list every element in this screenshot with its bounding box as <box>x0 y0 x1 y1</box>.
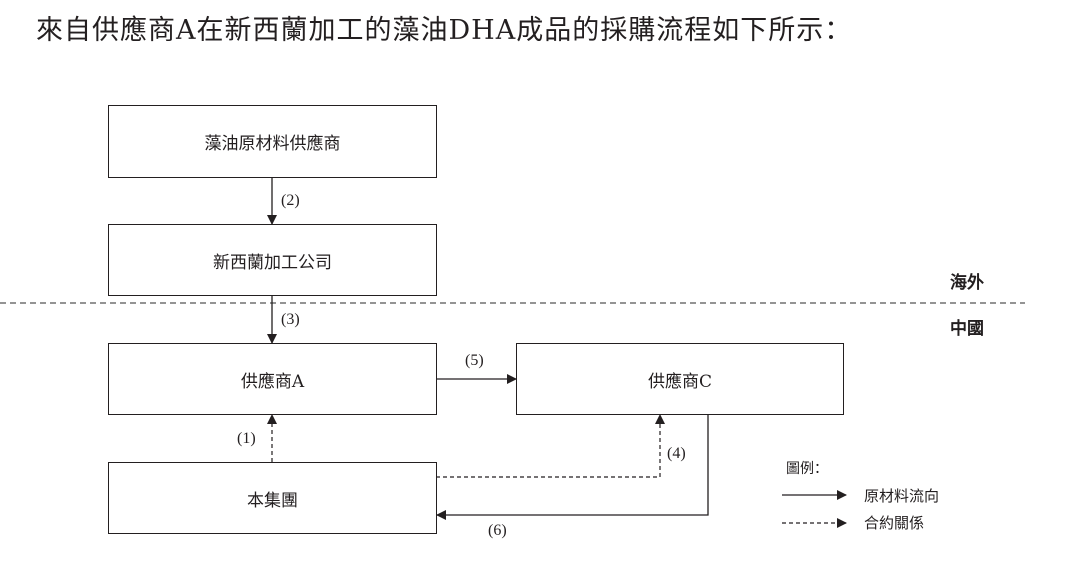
edge-label-6: (6) <box>488 522 507 539</box>
edge-6-arrow <box>436 415 709 520</box>
node-raw-material-supplier: 藻油原材料供應商 <box>108 105 437 178</box>
node-supplier-a: 供應商A <box>108 343 437 415</box>
region-label-china: 中國 <box>950 319 984 339</box>
node-label: 新西蘭加工公司 <box>213 252 332 273</box>
node-label: 供應商C <box>647 371 712 392</box>
edge-4-arrow <box>436 414 665 478</box>
page-title: 來自供應商A在新西蘭加工的藻油DHA成品的採購流程如下所示： <box>36 15 853 46</box>
node-label: 供應商A <box>240 371 305 392</box>
region-label-overseas: 海外 <box>950 273 984 293</box>
node-supplier-c: 供應商C <box>516 343 844 415</box>
node-nz-processor: 新西蘭加工公司 <box>108 224 437 296</box>
edge-label-4: (4) <box>667 445 686 462</box>
legend-title: 圖例： <box>786 461 828 477</box>
legend-material-flow: 原材料流向 <box>864 487 940 505</box>
legend-contract: 合約關係 <box>864 514 925 532</box>
node-label: 藻油原材料供應商 <box>204 134 341 154</box>
edge-label-1: (1) <box>237 430 256 447</box>
edge-label-3: (3) <box>281 311 300 328</box>
node-group: 本集團 <box>108 462 437 534</box>
edge-label-2: (2) <box>281 192 300 209</box>
node-label: 本集團 <box>247 490 298 511</box>
edge-label-5: (5) <box>465 352 484 369</box>
